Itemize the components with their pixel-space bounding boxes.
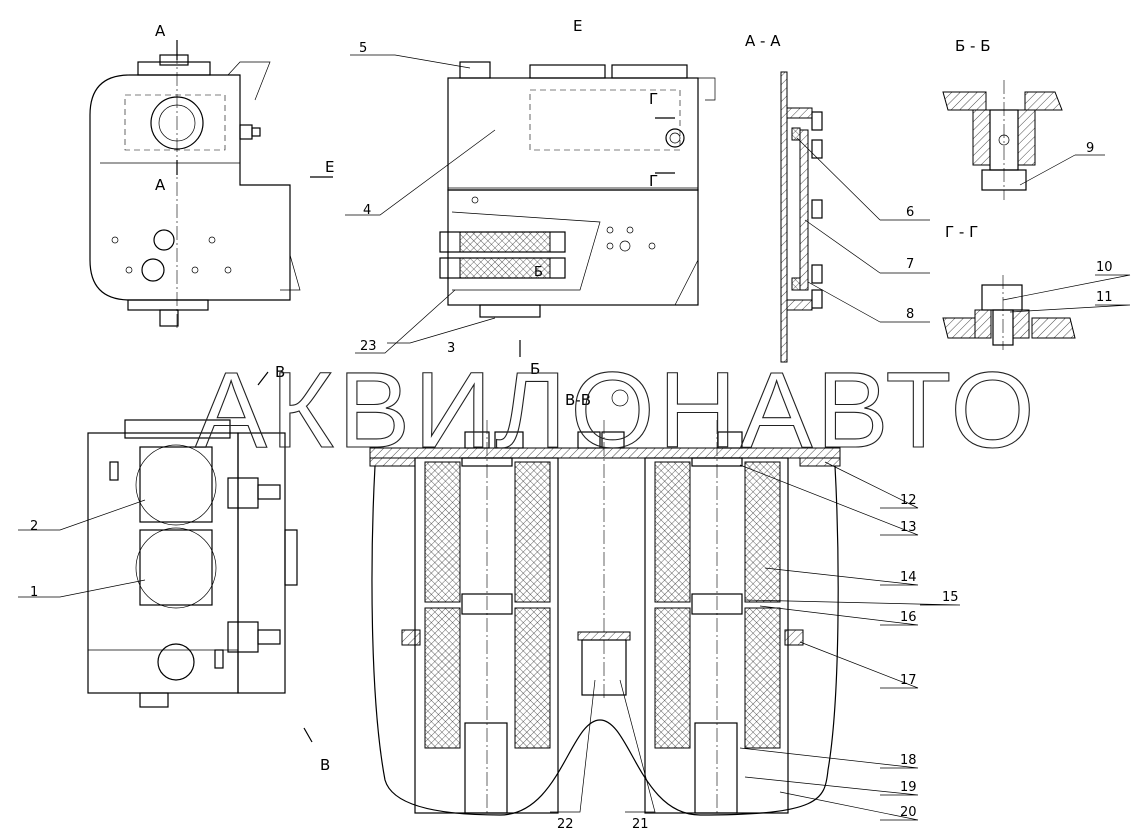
front-view	[89, 40, 333, 330]
callout-3: 3	[447, 341, 455, 356]
section-v-v	[369, 389, 841, 816]
callout-18: 18	[900, 753, 917, 768]
callout-numbers: 1 2 3 4 5 6 7 8 9 10 11 12 13 14 15 16 1…	[30, 41, 1113, 832]
callout-8: 8	[906, 307, 914, 322]
callout-10: 10	[1096, 260, 1113, 275]
callout-16: 16	[900, 610, 917, 625]
callout-6: 6	[906, 205, 914, 220]
callout-17: 17	[900, 673, 917, 688]
callout-13: 13	[900, 520, 917, 535]
section-mark-a-top: А	[155, 22, 166, 40]
callout-21: 21	[632, 817, 649, 832]
callout-2: 2	[30, 519, 38, 534]
section-mark-b: Б	[530, 360, 540, 378]
section-mark-g-bottom: Г	[649, 172, 658, 190]
callout-14: 14	[900, 570, 917, 585]
callout-7: 7	[906, 257, 914, 272]
view-title-e: Е	[573, 17, 582, 35]
section-title-g-g: Г - Г	[945, 223, 978, 241]
callout-20: 20	[900, 805, 917, 820]
callout-11: 11	[1096, 290, 1113, 305]
view-arrow-e: Е	[325, 158, 334, 176]
section-a-a	[780, 71, 823, 363]
callout-5: 5	[359, 41, 367, 56]
section-mark-g-top: Г	[649, 90, 658, 108]
watermark-logo: АКВИЛОНАВТО	[195, 349, 1038, 470]
side-view	[87, 371, 313, 743]
callout-19: 19	[900, 780, 917, 795]
callout-1: 1	[30, 585, 38, 600]
section-mark-v-bottom: В	[320, 756, 330, 774]
section-mark-a-bottom: А	[155, 176, 166, 194]
section-b-b	[942, 80, 1063, 200]
callout-9: 9	[1086, 141, 1094, 156]
view-e	[439, 61, 716, 357]
section-title-v-v: В-В	[565, 391, 591, 409]
callout-23: 23	[360, 339, 377, 354]
section-title-b-b: Б - Б	[955, 37, 991, 55]
section-title-a-a: А - А	[745, 32, 781, 50]
section-mark-v-top: В	[275, 363, 285, 381]
callout-22: 22	[557, 817, 574, 832]
callout-12: 12	[900, 493, 917, 508]
callout-leaders	[18, 54, 1131, 821]
callout-4: 4	[363, 203, 371, 218]
callout-15: 15	[942, 590, 959, 605]
section-g-g	[942, 275, 1076, 350]
section-mark-b-filter: Б	[534, 265, 543, 280]
